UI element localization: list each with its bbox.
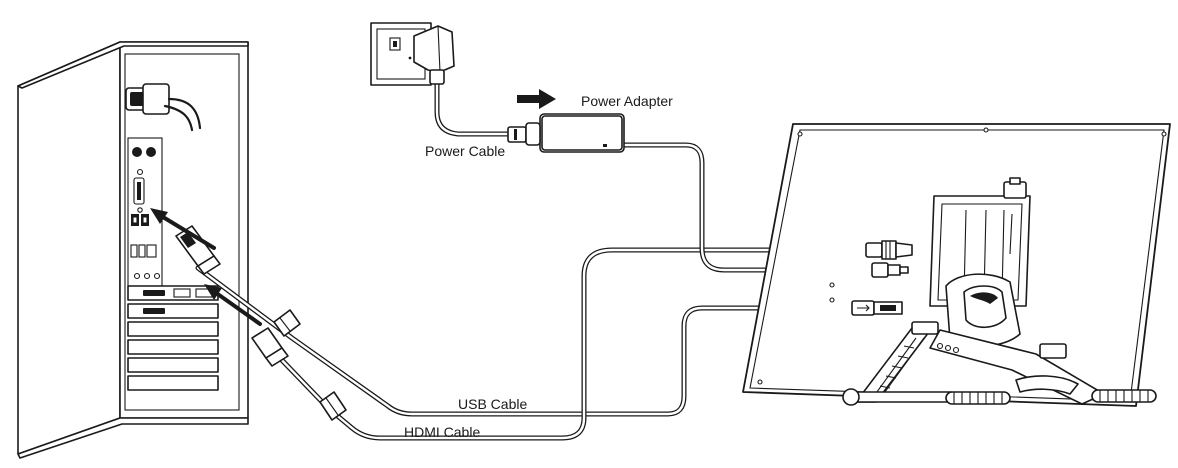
direction-arrow (517, 89, 556, 109)
power-adapter-box (539, 113, 625, 153)
usb-insert-arrow (150, 208, 216, 250)
usb-plug-pc (175, 225, 221, 275)
wall-plug (413, 25, 455, 85)
hdmi-plug-pc (251, 327, 289, 367)
power-cable-label: Power Cable (425, 143, 505, 159)
usb-cable-label: USB Cable (458, 396, 527, 412)
hdmi-plug-display (865, 240, 913, 260)
usb-cable-line (195, 265, 855, 417)
hdmi-insert-arrow (204, 284, 262, 326)
pc-tower (17, 41, 249, 459)
adapter-input-plug (507, 122, 541, 146)
dc-plug-display (871, 262, 909, 278)
adapter-output-cable (621, 142, 875, 273)
hdmi-ferrite-core (319, 391, 347, 421)
usb-plug-display (851, 300, 903, 316)
hdmi-cable-label: HDMI Cable (404, 424, 480, 440)
power-adapter-label: Power Adapter (581, 93, 673, 109)
usb-ferrite-core (273, 309, 301, 337)
power-cable-line (434, 81, 511, 137)
display-stand (842, 177, 1157, 406)
hdmi-cable-line (273, 247, 869, 441)
